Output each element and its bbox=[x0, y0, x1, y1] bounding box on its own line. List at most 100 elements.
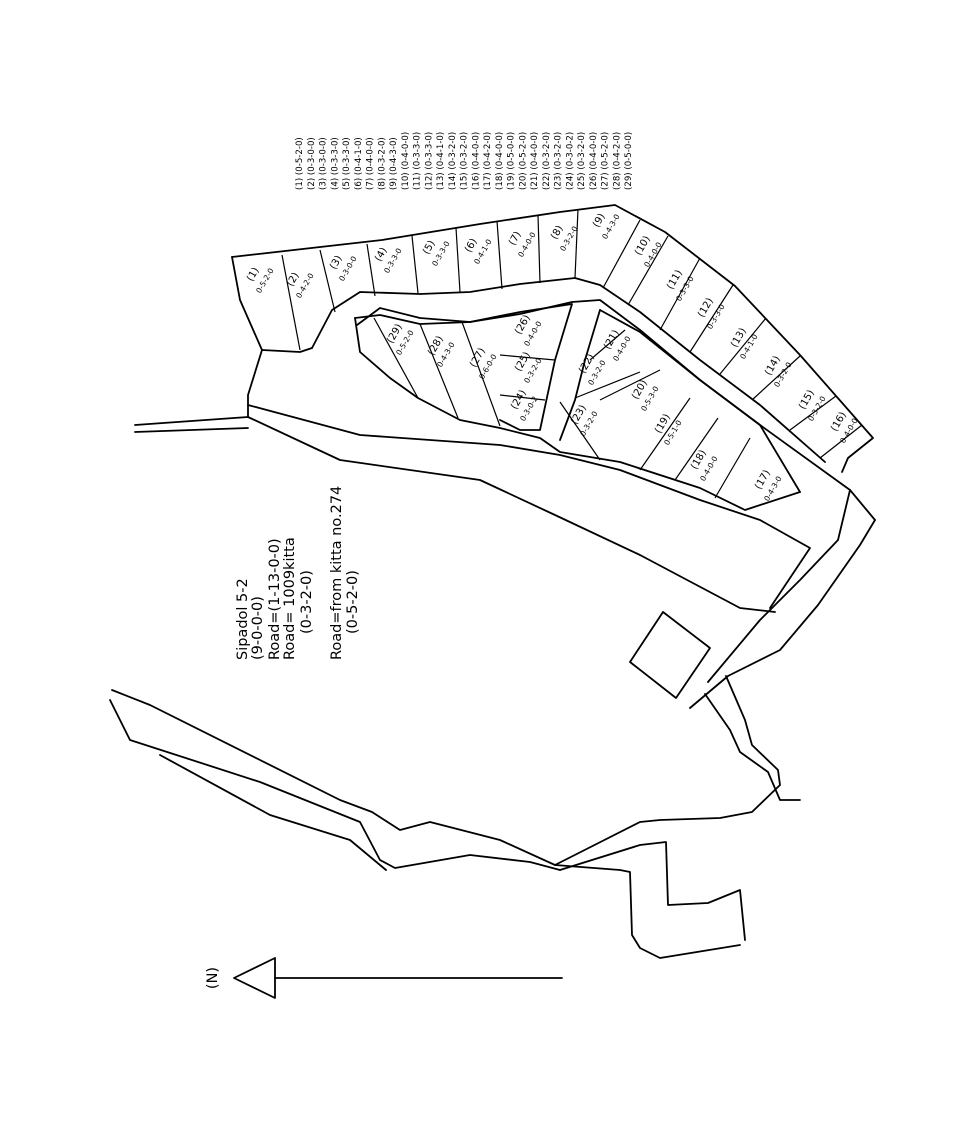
legend-entry: (22) (0-3-2-0) bbox=[542, 132, 552, 190]
caption-line: Sipadol 5-2 bbox=[235, 578, 251, 660]
legend-entry: (15) (0-3-2-0) bbox=[460, 132, 470, 190]
divider-29-28 bbox=[373, 317, 419, 399]
south-boundary-line-3 bbox=[159, 754, 387, 871]
divider-2-3 bbox=[319, 249, 336, 313]
divider-25-24 bbox=[499, 394, 546, 401]
north-arrow-head bbox=[233, 957, 276, 999]
legend-entry: (23) (0-3-2-0) bbox=[554, 132, 564, 190]
map-caption: Sipadol 5-2(9-0-0-0)Road=(1-13-0-0)Road=… bbox=[235, 486, 361, 660]
divider-11-12 bbox=[659, 257, 701, 331]
plot-label-21: (21)0-4-0-0 bbox=[602, 328, 633, 363]
divider-14-15 bbox=[751, 355, 801, 401]
legend-entry: (18) (0-4-0-0) bbox=[495, 132, 505, 190]
plot-label-11: (11)0-3-3-0 bbox=[665, 268, 696, 303]
south-boundary-line-1 bbox=[111, 689, 556, 866]
legend-entry: (21) (0-4-0-0) bbox=[530, 132, 540, 190]
plot-label-2: (2)0-4-2-0 bbox=[285, 271, 316, 300]
plot-label-5: (5)0-3-3-0 bbox=[421, 239, 452, 268]
plot-label-27: (27)0-6-0-0 bbox=[468, 346, 499, 381]
plot-label-3: (3)0-3-0-0 bbox=[328, 254, 359, 283]
south-boundary-line-2 bbox=[109, 699, 561, 871]
caption-line: (0-3-2-0) bbox=[299, 570, 315, 634]
plot-label-14: (14)0-3-2-0 bbox=[763, 354, 794, 389]
lower-road-upper-edge bbox=[247, 404, 811, 609]
plot-label-23: (23)0-3-2-0 bbox=[569, 403, 600, 438]
inner-road-lower-edge bbox=[356, 299, 876, 521]
divider-1-2 bbox=[281, 254, 301, 351]
lower-block-south bbox=[354, 317, 801, 511]
branch-road-continuation bbox=[554, 675, 781, 866]
plot-label-6: (6)0-4-1-0 bbox=[463, 237, 494, 266]
caption-line: Road=from kitta no.274 bbox=[329, 486, 345, 660]
legend-entry: (4) (0-3-3-0) bbox=[330, 137, 340, 190]
building-block bbox=[629, 611, 711, 699]
legend-entry: (9) (0-4-3-0) bbox=[389, 137, 399, 190]
legend-entry: (1) (0-5-2-0) bbox=[295, 137, 305, 190]
divider-19-18 bbox=[674, 417, 719, 481]
plot-label-10: (10)0-4-0-0 bbox=[633, 234, 664, 269]
legend-entry: (17) (0-4-2-0) bbox=[483, 132, 493, 190]
divider-28-27 bbox=[419, 323, 459, 419]
branch-road-west-edge bbox=[689, 519, 876, 709]
lower-block-outline bbox=[354, 303, 573, 431]
plot-label-28: (28)0-4-3-0 bbox=[426, 334, 457, 369]
legend-entry: (14) (0-3-2-0) bbox=[448, 132, 458, 190]
legend-entry: (12) (0-3-3-0) bbox=[424, 132, 434, 190]
divider-18-17 bbox=[714, 437, 751, 499]
legend-entry: (27) (0-5-2-0) bbox=[601, 132, 611, 190]
west-boundary bbox=[231, 256, 263, 418]
legend-entry: (11) (0-3-3-0) bbox=[413, 132, 423, 190]
north-label: (N) bbox=[205, 967, 221, 989]
plot-label-1: (1)0-5-2-0 bbox=[245, 266, 276, 295]
plot-label-18: (18)0-4-0-0 bbox=[689, 448, 720, 483]
divider-6-7 bbox=[496, 220, 503, 290]
divider-22-21 bbox=[589, 329, 626, 361]
divider-20-19 bbox=[639, 397, 691, 471]
legend-entry: (29) (0-5-0-0) bbox=[624, 132, 634, 190]
plot-1-lower-edge bbox=[261, 347, 313, 353]
legend-entry: (5) (0-3-3-0) bbox=[342, 137, 352, 190]
divider-7-8 bbox=[537, 214, 541, 284]
lower-road-lower-edge bbox=[247, 416, 776, 613]
plot-label-19: (19)0-5-1-0 bbox=[653, 412, 684, 447]
branch-road-continuation-2 bbox=[704, 693, 801, 801]
plot-label-29: (29)0-5-2-0 bbox=[385, 322, 416, 357]
legend-entry: (10) (0-4-0-0) bbox=[401, 132, 411, 190]
plot-label-9: (9)0-4-3-0 bbox=[591, 212, 622, 241]
plot-label-16: (16)0-4-0-0 bbox=[829, 410, 860, 445]
block-21-23-west bbox=[559, 309, 601, 441]
north-arrow: (N) bbox=[205, 957, 563, 999]
divider-24-23 bbox=[559, 401, 601, 461]
access-road-north-edge bbox=[134, 416, 249, 426]
plot-label-24: (24)0-3-0-2 bbox=[509, 388, 540, 423]
legend-entry: (13) (0-4-1-0) bbox=[436, 132, 446, 190]
branch-road-east-edge bbox=[707, 489, 851, 683]
plot-outlines bbox=[281, 208, 863, 511]
legend-entry: (28) (0-4-2-0) bbox=[612, 132, 622, 190]
legend-entry: (16) (0-4-0-0) bbox=[471, 132, 481, 190]
divider-10-11 bbox=[627, 235, 669, 306]
plot-label-7: (7)0-4-0-0 bbox=[507, 230, 538, 259]
legend-entry: (6) (0-4-1-0) bbox=[354, 137, 364, 190]
legend-entry: (8) (0-3-2-0) bbox=[377, 137, 387, 190]
divider-3-4 bbox=[366, 243, 376, 297]
legend-entry: (7) (0-4-0-0) bbox=[366, 137, 376, 190]
access-road-south-edge bbox=[134, 427, 249, 433]
legend-entry: (26) (0-4-0-0) bbox=[589, 132, 599, 190]
divider-15-16 bbox=[789, 395, 837, 431]
plot-label-13: (13)0-4-1-0 bbox=[729, 326, 760, 361]
caption-line: (9-0-0-0) bbox=[250, 596, 266, 660]
plot-label-26: (26)0-4-0-0 bbox=[513, 313, 544, 348]
divider-9-10 bbox=[602, 219, 641, 289]
divider-13-14 bbox=[719, 317, 767, 375]
plot-label-17: (17)0-4-3-0 bbox=[753, 468, 784, 503]
divider-4-5 bbox=[411, 235, 419, 294]
legend-entry: (3) (0-3-0-0) bbox=[319, 137, 329, 190]
divider-16-road bbox=[819, 424, 863, 459]
plot-label-12: (12)0-3-3-0 bbox=[696, 296, 727, 331]
plot-label-4: (4)0-3-3-0 bbox=[373, 246, 404, 275]
boundary-lines bbox=[109, 204, 876, 959]
plot-label-8: (8)0-3-2-0 bbox=[549, 224, 580, 253]
